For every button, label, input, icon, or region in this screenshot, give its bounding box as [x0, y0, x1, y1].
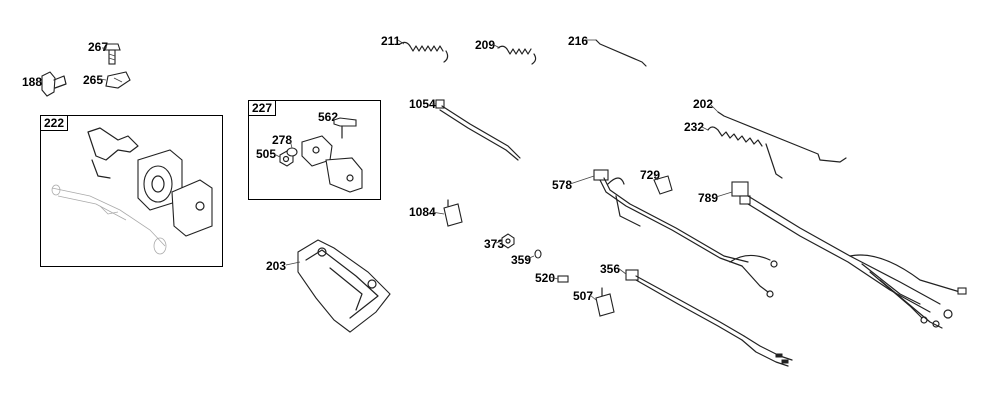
part-label-507[interactable]: 507 — [573, 289, 594, 303]
part-373-nut[interactable] — [501, 233, 515, 249]
part-211-spring[interactable] — [399, 41, 449, 63]
part-label-520[interactable]: 520 — [535, 271, 556, 285]
group-tag-222[interactable]: 222 — [40, 115, 69, 131]
part-label-789[interactable]: 789 — [698, 191, 719, 205]
group-box-227 — [248, 100, 381, 200]
group-box-222 — [40, 115, 223, 267]
part-356-harness[interactable] — [625, 269, 793, 367]
part-label-216[interactable]: 216 — [568, 34, 589, 48]
part-216-rod[interactable] — [595, 39, 647, 67]
leader-lines — [35, 39, 733, 301]
part-1084-switch[interactable] — [443, 199, 463, 227]
part-label-265[interactable]: 265 — [83, 73, 104, 87]
part-label-203[interactable]: 203 — [266, 259, 287, 273]
part-label-578[interactable]: 578 — [552, 178, 573, 192]
part-359-washer[interactable] — [534, 249, 542, 259]
group-tag-227[interactable]: 227 — [248, 100, 277, 116]
part-202-rod[interactable] — [717, 111, 847, 163]
part-label-267[interactable]: 267 — [88, 40, 109, 54]
part-label-562[interactable]: 562 — [318, 110, 339, 124]
part-label-729[interactable]: 729 — [640, 168, 661, 182]
part-1054-cable-tie[interactable] — [435, 99, 521, 161]
part-729-connector[interactable] — [653, 175, 673, 195]
part-label-202[interactable]: 202 — [693, 97, 714, 111]
part-label-209[interactable]: 209 — [475, 38, 496, 52]
part-label-278[interactable]: 278 — [272, 133, 293, 147]
part-188-bolt[interactable] — [41, 71, 67, 97]
part-label-1054[interactable]: 1054 — [409, 97, 436, 111]
part-232-spring[interactable] — [707, 126, 783, 179]
part-520-terminal[interactable] — [557, 275, 569, 283]
part-label-188[interactable]: 188 — [22, 75, 43, 89]
part-209-spring[interactable] — [497, 45, 537, 65]
part-507-switch[interactable] — [595, 287, 615, 317]
part-label-356[interactable]: 356 — [600, 262, 621, 276]
part-label-359[interactable]: 359 — [511, 253, 532, 267]
part-267-screw[interactable] — [104, 43, 121, 65]
part-265-clip[interactable] — [105, 71, 131, 89]
part-203-plate[interactable] — [297, 239, 391, 333]
part-578-harness[interactable] — [593, 169, 778, 298]
part-222-solenoid-assembly[interactable] — [51, 127, 213, 255]
part-label-505[interactable]: 505 — [256, 147, 277, 161]
part-789-harness[interactable] — [731, 181, 967, 329]
part-label-373[interactable]: 373 — [484, 237, 505, 251]
part-label-232[interactable]: 232 — [684, 120, 705, 134]
part-227-bracket-assembly[interactable] — [279, 117, 363, 193]
part-label-1084[interactable]: 1084 — [409, 205, 436, 219]
part-label-211[interactable]: 211 — [381, 34, 401, 48]
